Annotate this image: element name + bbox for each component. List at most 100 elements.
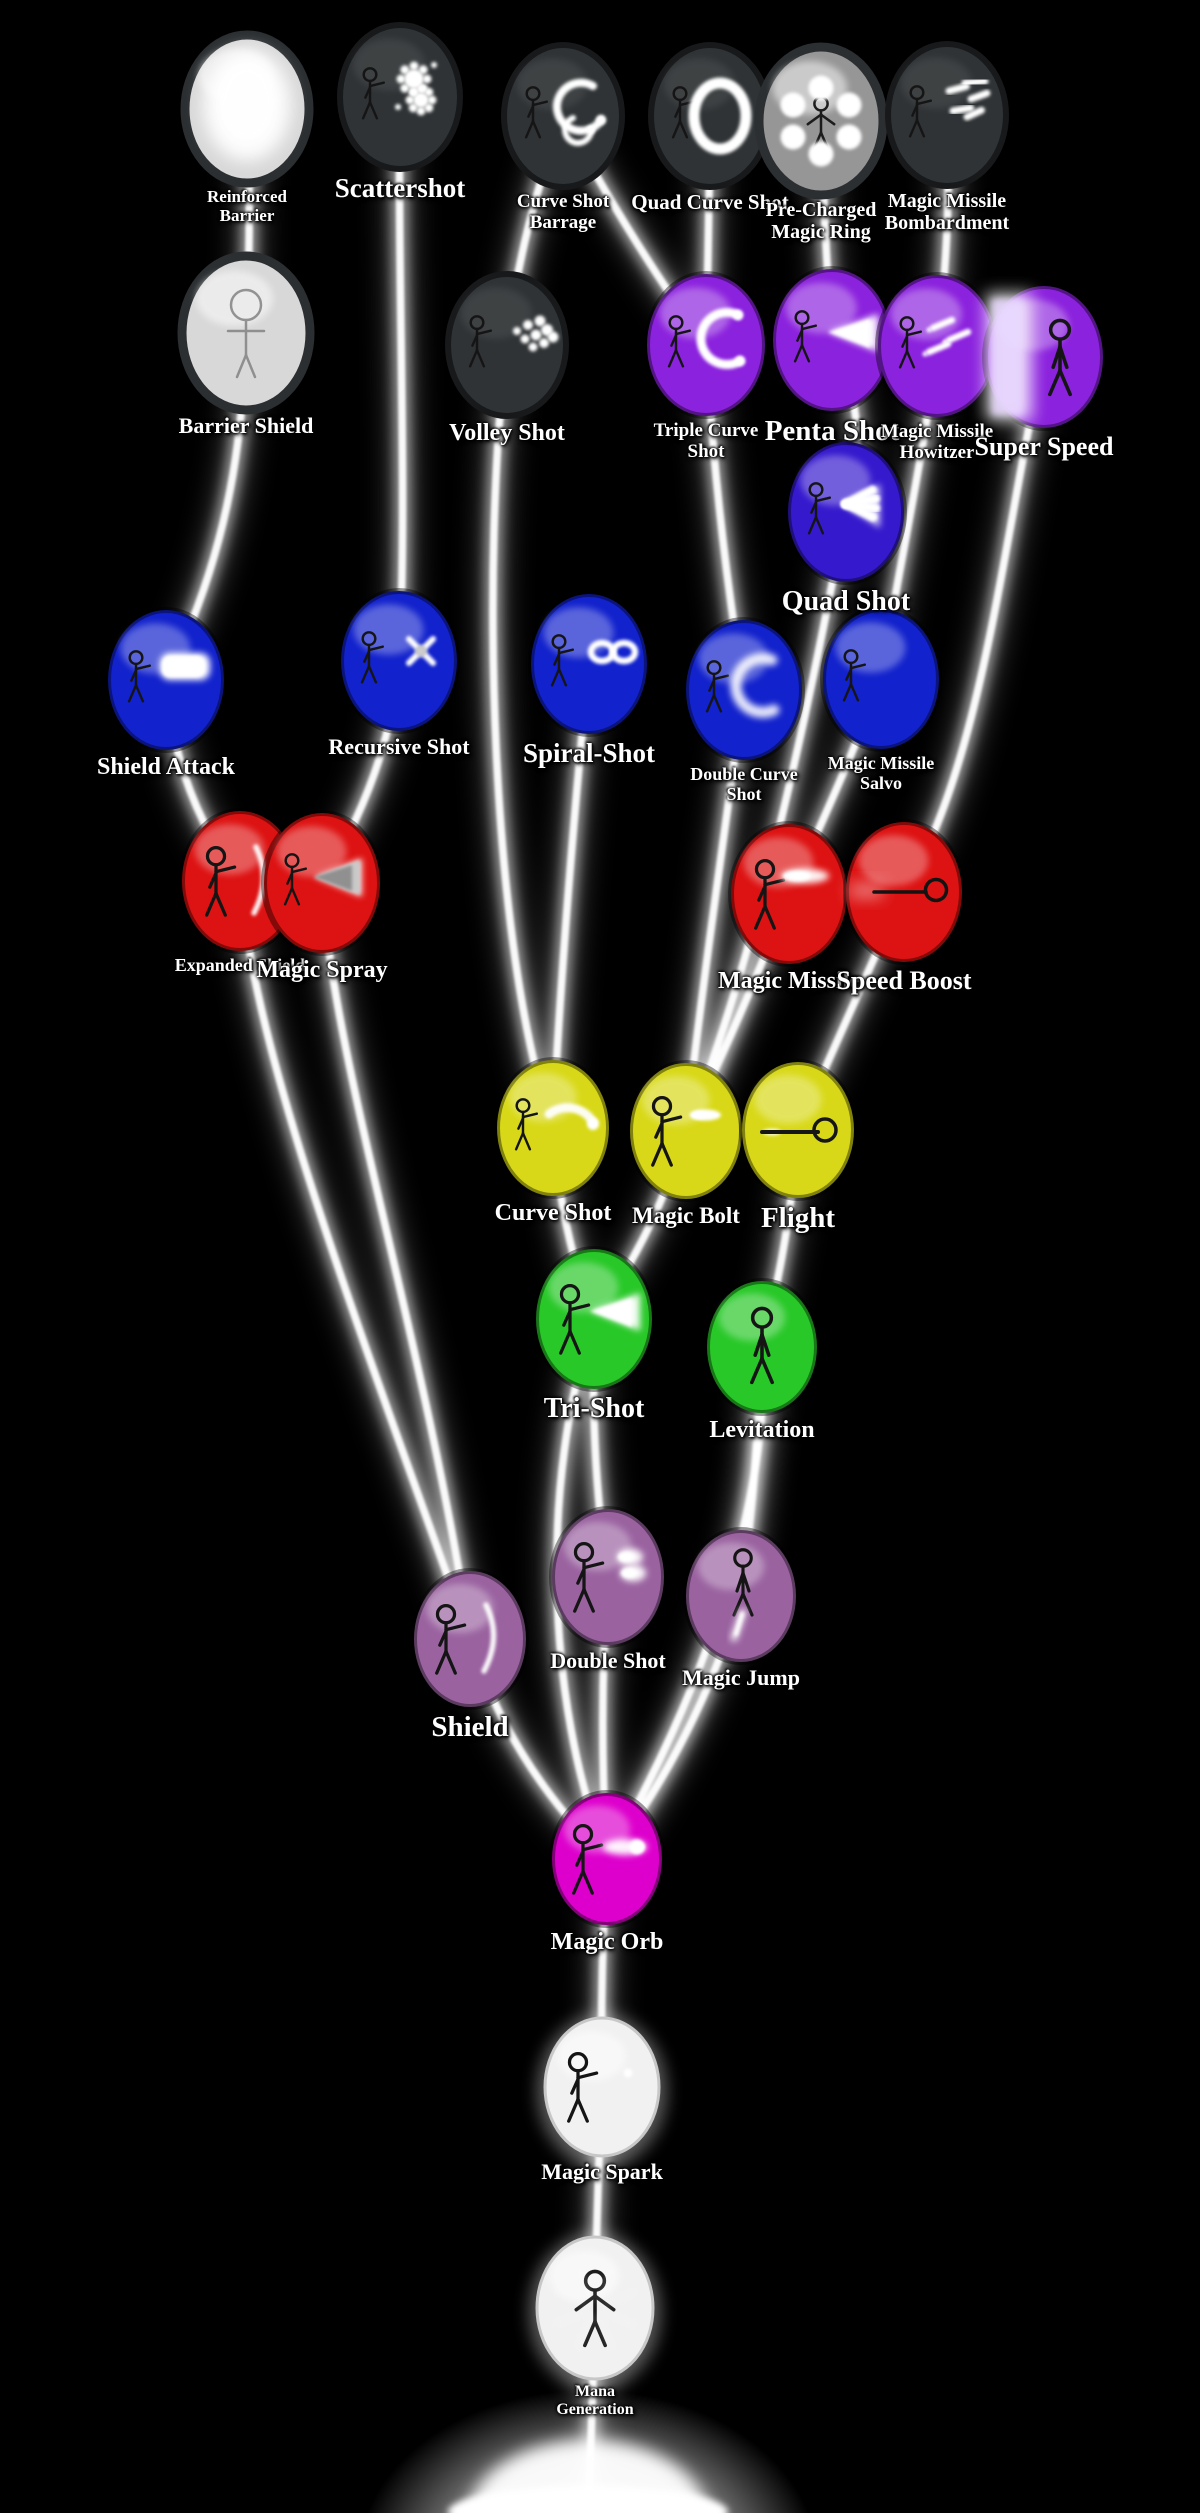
curve_shot_barrage-icon [524, 86, 549, 139]
barrier_shield-icon [226, 288, 266, 379]
skill-nodes [105, 22, 1106, 2391]
spiral_shot-effect [587, 639, 639, 665]
double_shot-effect [617, 1548, 646, 1582]
double_shot-icon [573, 1542, 605, 1613]
double_curve_shot-effect [730, 652, 780, 718]
tri_shot-icon [559, 1284, 591, 1355]
quad_shot-effect [841, 484, 881, 528]
triple_curve_shot-icon [667, 315, 692, 368]
quad_curve_shot-icon [671, 86, 696, 139]
node-speed_boost[interactable] [843, 819, 965, 965]
node-quad_curve_shot[interactable] [648, 42, 772, 190]
magic_missile_salvo-icon [842, 649, 867, 702]
magic_missile_howitzer-icon [898, 316, 923, 369]
edge-shield-magic_spray [318, 882, 474, 1640]
super_speed-icon [1048, 318, 1072, 397]
magic_spray-effect [314, 858, 362, 897]
levitation-icon [750, 1306, 774, 1385]
node-shield[interactable] [411, 1568, 529, 1710]
edge-recursive_shot-scattershot [395, 96, 407, 662]
pre_charged_magic_ring-effect [780, 75, 862, 167]
curve_shot_barrage-effect [553, 78, 606, 146]
node-super_speed[interactable] [982, 283, 1106, 431]
node-curve_shot[interactable] [494, 1057, 612, 1199]
triple_curve_shot-effect [696, 308, 745, 369]
magic_spark-icon [567, 2052, 599, 2123]
tri_shot-effect [590, 1293, 640, 1331]
node-barrier_shield[interactable] [177, 251, 315, 415]
magic_missile-effect [781, 868, 829, 884]
recursive_shot-effect [401, 631, 441, 671]
quad_curve_shot-effect [688, 77, 752, 155]
node-reinforced_barrier[interactable] [180, 30, 314, 188]
magic_jump-icon [732, 1548, 754, 1617]
node-shield_attack[interactable] [105, 607, 227, 753]
node-magic_spray[interactable] [261, 810, 383, 956]
node-flight[interactable] [739, 1059, 857, 1201]
double_curve_shot-icon [705, 660, 730, 713]
node-levitation[interactable] [704, 1278, 820, 1416]
magic_orb-effect [603, 1839, 647, 1855]
magic_spark-effect [623, 2068, 633, 2078]
penta_shot-effect [828, 314, 878, 352]
speed_boost-effect [849, 877, 949, 903]
node-quad_shot[interactable] [785, 439, 907, 585]
node-expanded_shield[interactable] [179, 808, 301, 954]
node-pre_charged_magic_ring[interactable] [754, 42, 888, 200]
node-magic_bolt[interactable] [627, 1060, 745, 1202]
mana-source-glow [367, 2390, 809, 2513]
magic_jump-effect [730, 1608, 747, 1642]
shield_attack-icon [127, 650, 152, 703]
edge-speed_boost-super_speed [900, 356, 1048, 894]
reinforced_barrier-effect [203, 49, 291, 161]
node-penta_shot[interactable] [770, 266, 894, 414]
magic_missile_bombardment-icon [908, 85, 933, 138]
magic_missile_howitzer-effect [922, 316, 972, 357]
volley_shot-effect [513, 315, 559, 352]
node-scattershot[interactable] [337, 22, 463, 172]
expanded_shield-effect [251, 844, 267, 916]
quad_shot-icon [807, 482, 832, 535]
expanded_shield-icon [205, 846, 237, 917]
edge-curve_shot-volley_shot [489, 344, 557, 1130]
node-magic_orb[interactable] [549, 1790, 665, 1928]
node-magic_missile_bombardment[interactable] [885, 41, 1009, 189]
node-magic_jump[interactable] [683, 1527, 799, 1665]
mana_generation-effect [554, 2267, 636, 2349]
node-double_curve_shot[interactable] [683, 617, 805, 763]
magic_spray-icon [283, 853, 308, 906]
edge-shield-expanded_shield [236, 880, 474, 1641]
penta_shot-icon [793, 310, 818, 363]
magic_orb-icon [572, 1824, 604, 1895]
edge-shield-expanded_shield [232, 880, 478, 1642]
node-double_shot[interactable] [549, 1506, 667, 1648]
shield-effect [481, 1602, 497, 1674]
node-volley_shot[interactable] [445, 271, 569, 419]
node-magic_missile_salvo[interactable] [820, 606, 942, 752]
node-mana_generation[interactable] [529, 2233, 661, 2391]
node-magic_missile_howitzer[interactable] [875, 272, 999, 420]
magic_bolt-icon [651, 1096, 683, 1167]
node-spiral_shot[interactable] [528, 591, 650, 737]
magic_bolt-effect [690, 1109, 721, 1121]
magic_missile_bombardment-effect [945, 77, 991, 121]
magic_missile-icon [754, 859, 786, 930]
node-curve_shot_barrage[interactable] [501, 42, 625, 190]
node-magic_missile[interactable] [728, 821, 850, 967]
scattershot-effect [395, 61, 437, 116]
node-triple_curve_shot[interactable] [644, 271, 768, 419]
edge-magic_bolt-quad_shot [682, 511, 850, 1133]
node-magic_spark[interactable] [537, 2014, 667, 2168]
super_speed-effect [986, 293, 1032, 421]
spiral_shot-icon [550, 634, 575, 687]
recursive_shot-icon [360, 631, 385, 684]
shield-icon [435, 1604, 467, 1675]
node-recursive_shot[interactable] [338, 588, 460, 734]
volley_shot-icon [468, 315, 493, 368]
curve_shot-icon [514, 1098, 539, 1151]
shield_attack-effect [160, 653, 210, 680]
node-tri_shot[interactable] [533, 1246, 655, 1392]
scattershot-icon [361, 67, 386, 120]
